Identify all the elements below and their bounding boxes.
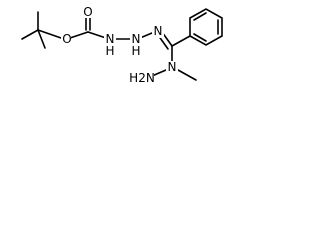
atom-hydrazine-n: N [168,60,177,74]
bond-c-to-phenyl [171,35,191,47]
atom-imine-n: N [154,24,163,38]
atom-nh-right-h: H [131,44,140,58]
atom-labels: O O N H N H N N H2N [61,5,178,85]
bond-ester-o-to-carbonyl-c [69,31,89,39]
atom-amino: H2N [129,71,155,85]
bond-tbu-methyl-down [37,29,46,49]
atom-nh-left-h: H [105,44,114,58]
atom-carbonyl-oxygen: O [83,5,92,19]
atom-nh-right: N [132,32,141,46]
bond-hydrazine-n-amino [151,69,167,77]
mask-nh-left [104,33,116,58]
bonds [21,8,223,81]
phenyl-inner-bond-3 [193,33,207,42]
mask-nh-right [130,33,142,58]
mask-imine-n [152,25,164,38]
atom-ester-oxygen: O [62,32,71,46]
phenyl-ring [189,8,223,46]
bond-carbonyl-c-to-nh [87,31,107,39]
bond-tbu-methyl-left [21,29,39,40]
atom-nh-left: N [106,32,115,46]
mask-hydrazine-n [166,61,178,74]
bond-tbu-to-ester-o [37,29,65,40]
mask-amino [130,72,154,85]
chemical-structure: O O N H N H N N H2N [21,5,223,85]
mask-carbonyl-oxygen [83,5,93,18]
bond-hydrazine-n-methyl [177,69,197,81]
mask-ester-oxygen [61,33,71,46]
phenyl-inner-bond-1 [193,12,207,21]
